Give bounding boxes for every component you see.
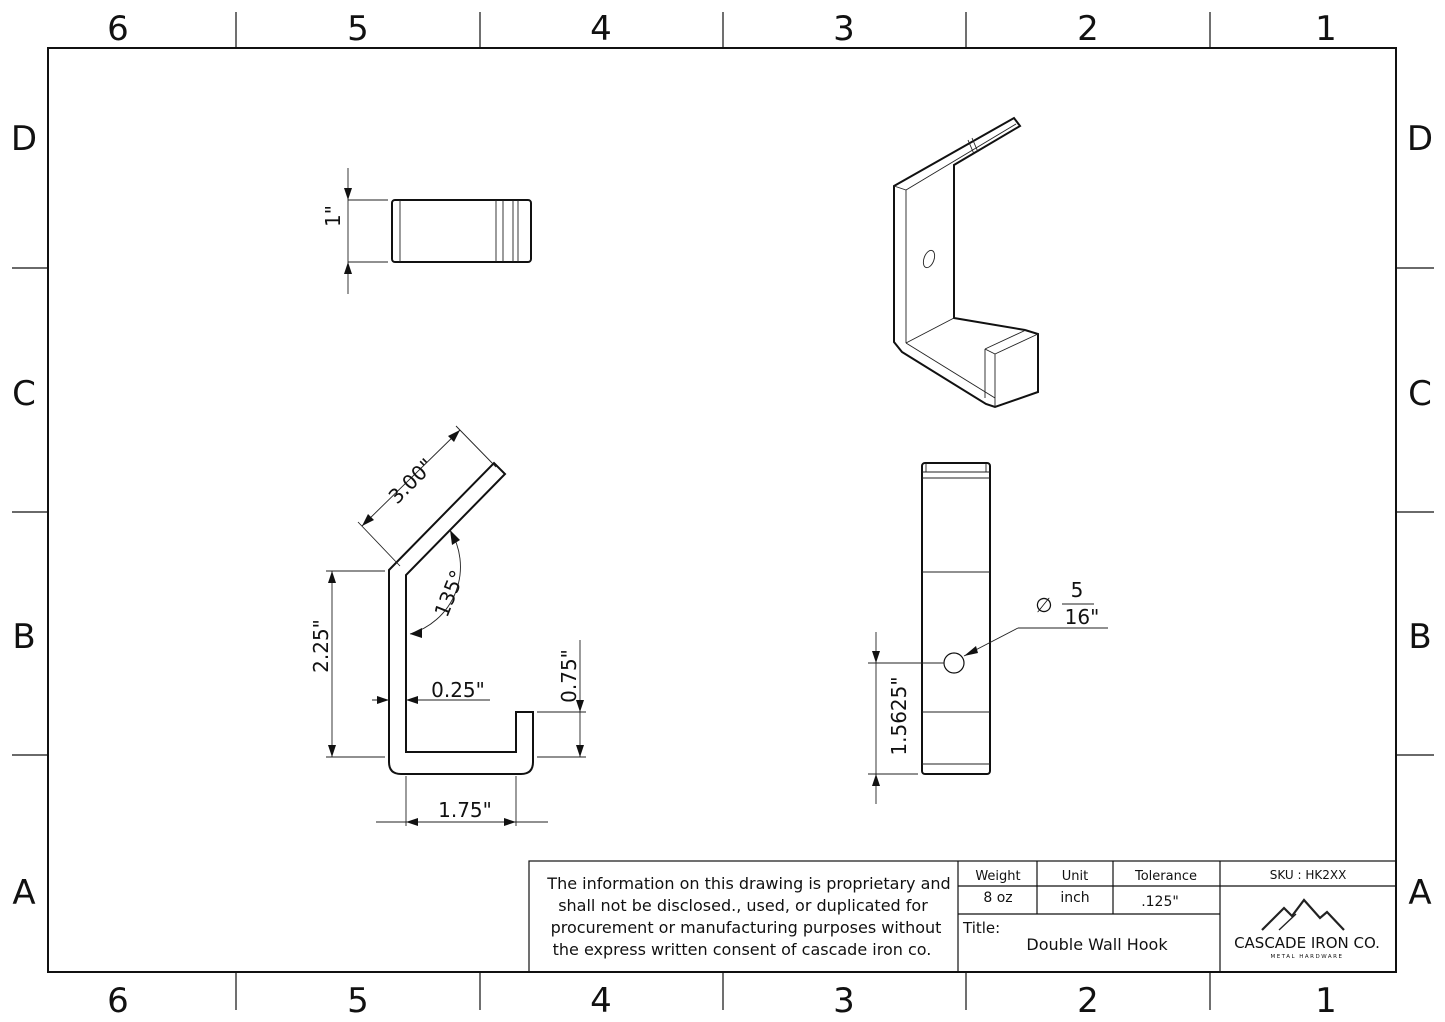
zone-col-1-bottom: 1 (1315, 981, 1337, 1021)
zone-row-c-right: C (1408, 374, 1432, 414)
tolerance-label: Tolerance (1134, 869, 1197, 884)
dim-hole-numerator: 5 (1071, 578, 1084, 602)
dim-top-width: 1" (321, 205, 345, 227)
zone-col-6-bottom: 6 (107, 981, 129, 1021)
dim-hole-denominator: 16" (1065, 605, 1100, 629)
zone-row-b-right: B (1408, 617, 1431, 657)
dim-bend-angle: 135° (429, 567, 469, 621)
top-view: 1" (321, 168, 532, 294)
zone-row-c-left: C (12, 374, 36, 414)
dim-hole-position: 1.5625" (887, 676, 911, 755)
dim-upper-arm-length: 3.00" (384, 454, 439, 509)
zone-col-5-top: 5 (347, 9, 369, 49)
notice-line-3: procurement or manufacturing purposes wi… (551, 918, 942, 937)
dim-lip-height: 0.75" (557, 649, 581, 703)
notice-line-1: The information on this drawing is propr… (546, 874, 950, 893)
dim-back-height: 2.25" (309, 619, 333, 673)
zone-col-3-top: 3 (833, 9, 855, 49)
zone-row-d-right: D (1407, 119, 1433, 159)
side-profile-view: 3.00" 135° 2.25" 0.25" 0.75" 1.75" (309, 425, 586, 826)
zone-labels: 6 5 4 3 2 1 6 5 4 3 2 1 D C B A D C B A (11, 9, 1433, 1021)
zone-col-3-bottom: 3 (833, 981, 855, 1021)
unit-value: inch (1060, 890, 1089, 906)
unit-label: Unit (1062, 869, 1088, 884)
zone-row-a-right: A (1408, 873, 1431, 913)
tolerance-value: .125" (1141, 894, 1179, 910)
title-label: Title: (962, 919, 1000, 937)
sku-label: SKU : HK2XX (1270, 868, 1347, 882)
weight-value: 8 oz (983, 890, 1012, 906)
notice-line-2: shall not be disclosed., used, or duplic… (558, 896, 928, 915)
dim-base-length: 1.75" (438, 798, 492, 822)
drawing-title: Double Wall Hook (1026, 935, 1168, 954)
front-view: ∅ 5 16" 1.5625" (868, 462, 1108, 804)
zone-col-2-bottom: 2 (1077, 981, 1099, 1021)
zone-row-a-left: A (12, 873, 35, 913)
zone-col-2-top: 2 (1077, 9, 1099, 49)
company-name: CASCADE IRON CO. (1234, 934, 1380, 952)
zone-col-1-top: 1 (1315, 9, 1337, 49)
zone-col-4-bottom: 4 (590, 981, 612, 1021)
zone-col-6-top: 6 (107, 9, 129, 49)
isometric-view (893, 116, 1039, 409)
zone-col-5-bottom: 5 (347, 981, 369, 1021)
zone-col-4-top: 4 (590, 9, 612, 49)
dim-hole-symbol: ∅ (1035, 593, 1052, 617)
company-tagline: METAL HARDWARE (1271, 954, 1344, 960)
zone-row-b-left: B (12, 617, 35, 657)
zone-row-d-left: D (11, 119, 37, 159)
border-frame (12, 12, 1434, 1010)
title-block: The information on this drawing is propr… (528, 860, 1397, 973)
dim-thickness: 0.25" (431, 678, 485, 702)
weight-label: Weight (975, 869, 1020, 884)
company-logo: CASCADE IRON CO. METAL HARDWARE (1234, 898, 1380, 960)
notice-line-4: the express written consent of cascade i… (553, 940, 932, 959)
